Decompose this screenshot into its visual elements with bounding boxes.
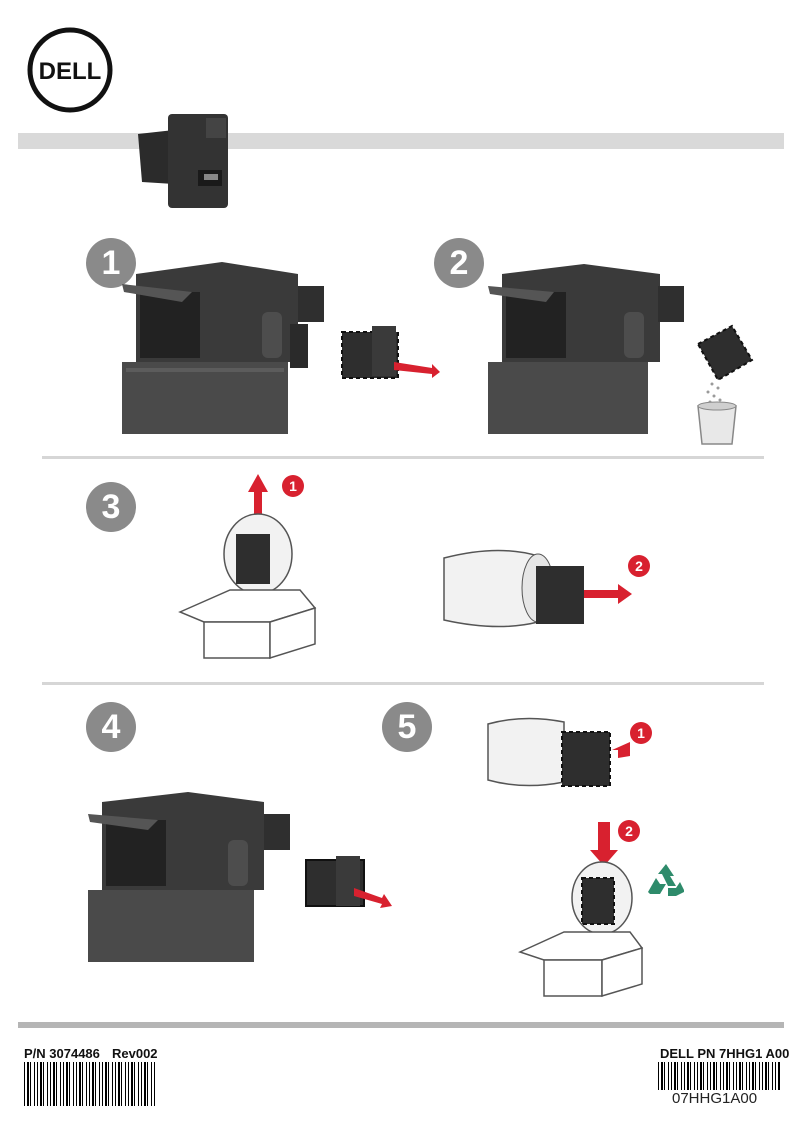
printer-illustration bbox=[88, 792, 294, 962]
step-badge-4: 4 bbox=[86, 702, 136, 752]
remove-from-bag-illustration bbox=[438, 542, 638, 632]
recycle-icon bbox=[646, 862, 686, 898]
section-divider bbox=[42, 682, 764, 685]
repack-into-bag-illustration bbox=[484, 712, 634, 792]
step-badge-2: 2 bbox=[434, 238, 484, 288]
step-badge-5: 5 bbox=[382, 702, 432, 752]
unpack-from-box-illustration bbox=[170, 470, 320, 660]
printer-illustration bbox=[488, 264, 690, 434]
substep-badge-2: 2 bbox=[628, 555, 650, 577]
step-badge-3: 3 bbox=[86, 482, 136, 532]
waste-bin-illustration bbox=[692, 322, 756, 446]
dell-part-number: DELL PN 7HHG1 A00 bbox=[660, 1046, 790, 1061]
substep-badge-1: 1 bbox=[282, 475, 304, 497]
part-number: P/N 3074486 bbox=[24, 1046, 100, 1061]
repack-into-box-illustration bbox=[517, 820, 644, 998]
dell-logo: DELL bbox=[26, 26, 114, 114]
barcode-left bbox=[24, 1062, 156, 1106]
revision: Rev002 bbox=[112, 1046, 158, 1061]
substep-badge-2: 2 bbox=[618, 820, 640, 842]
footer-band bbox=[18, 1022, 784, 1028]
printer-illustration bbox=[122, 262, 326, 434]
barcode-right bbox=[658, 1062, 780, 1090]
header-band bbox=[18, 133, 784, 149]
finisher-unit-illustration bbox=[134, 112, 230, 212]
finisher-part-insert bbox=[304, 854, 394, 910]
barcode-text: 07HHG1A00 bbox=[672, 1090, 758, 1107]
section-divider bbox=[42, 456, 764, 459]
logo-text: DELL bbox=[39, 58, 102, 85]
substep-badge-1: 1 bbox=[630, 722, 652, 744]
finisher-part-removal bbox=[338, 322, 442, 382]
step-badge-1: 1 bbox=[86, 238, 136, 288]
